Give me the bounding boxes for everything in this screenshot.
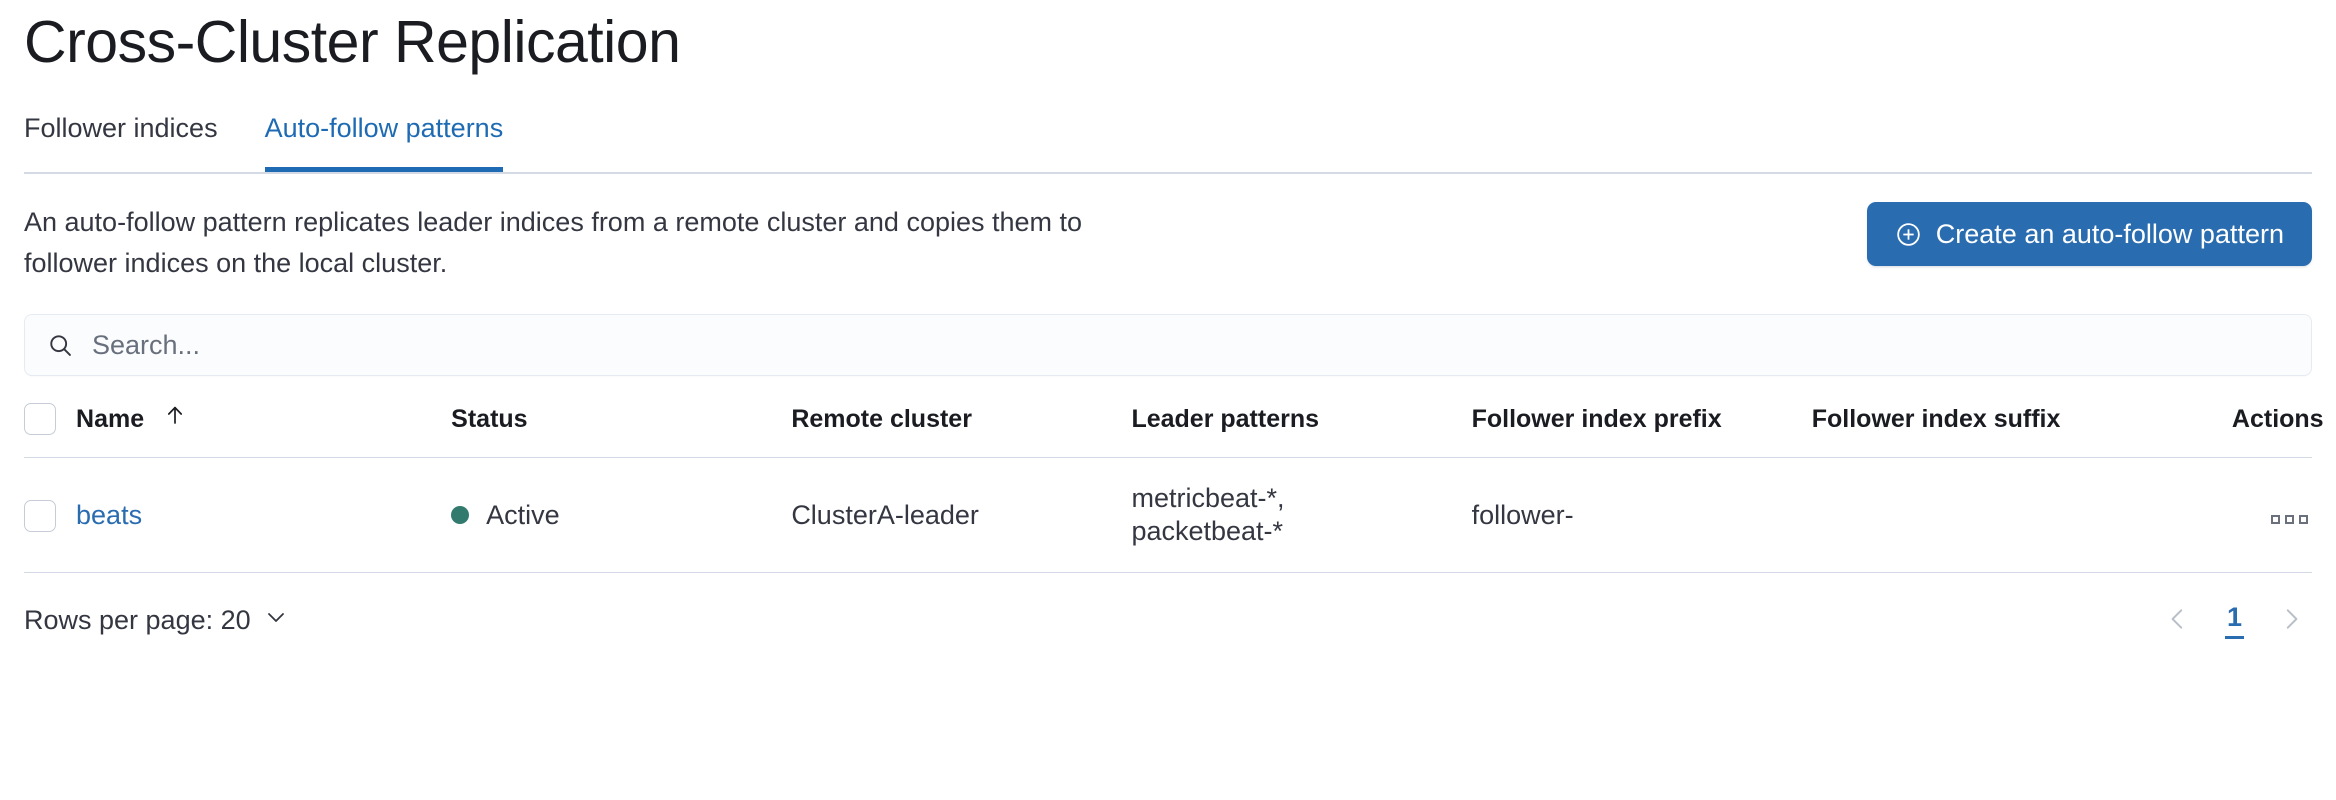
table-header-row: Name Status Remote cluster Leader patter…: [24, 402, 2324, 459]
select-all-header: [24, 402, 77, 459]
column-header-actions: Actions: [2231, 402, 2324, 459]
column-header-remote-cluster[interactable]: Remote cluster: [791, 402, 1132, 459]
cell-follower-index-prefix: follower-: [1471, 457, 1812, 574]
box-1: [2271, 514, 2280, 524]
search-icon: [47, 332, 74, 359]
tab-bar: Follower indices Auto-follow patterns: [24, 102, 2312, 174]
column-header-name-label: Name: [76, 404, 145, 433]
cell-remote-cluster: ClusterA-leader: [791, 457, 1132, 574]
boxes-horizontal-icon[interactable]: [2267, 511, 2312, 528]
page-title: Cross-Cluster Replication: [24, 9, 681, 75]
table-header: Name Status Remote cluster Leader patter…: [24, 402, 2324, 459]
rows-per-page-selector[interactable]: Rows per page: 20: [24, 604, 288, 636]
table-footer: Rows per page: 20 1: [24, 601, 2312, 640]
chevron-left-icon: [2165, 606, 2191, 635]
previous-page-button[interactable]: [2157, 602, 2199, 639]
tab-follower-indices[interactable]: Follower indices: [24, 102, 218, 172]
create-button-label: Create an auto-follow pattern: [1935, 219, 2284, 249]
select-all-checkbox[interactable]: [24, 403, 56, 436]
tab-auto-follow-patterns[interactable]: Auto-follow patterns: [264, 102, 503, 172]
chevron-right-icon: [2278, 606, 2304, 635]
column-header-name[interactable]: Name: [76, 402, 452, 459]
column-header-follower-index-suffix[interactable]: Follower index suffix: [1811, 402, 2232, 459]
table-row: beats Active ClusterA-leader metricbeat-…: [24, 457, 2312, 574]
status-badge: Active: [486, 499, 560, 530]
cell-actions: [2231, 457, 2312, 574]
search-bar[interactable]: [24, 314, 2312, 376]
rows-per-page-label: Rows per page: 20: [24, 605, 251, 636]
chevron-down-icon: [264, 604, 288, 636]
search-input[interactable]: [92, 329, 2289, 361]
box-3: [2299, 514, 2308, 524]
next-page-button[interactable]: [2270, 602, 2312, 639]
create-auto-follow-pattern-button[interactable]: Create an auto-follow pattern: [1866, 202, 2312, 266]
cell-follower-index-suffix: [1811, 457, 2232, 574]
table-body: beats Active ClusterA-leader metricbeat-…: [24, 457, 2312, 574]
column-header-follower-index-prefix[interactable]: Follower index prefix: [1471, 402, 1812, 459]
column-header-status[interactable]: Status: [451, 402, 792, 459]
arrow-up-icon: [163, 403, 187, 435]
page-number-1[interactable]: 1: [2224, 601, 2244, 640]
cell-name: beats: [76, 457, 452, 574]
plus-in-circle-icon: [1895, 221, 1922, 248]
auto-follow-patterns-table: Name Status Remote cluster Leader patter…: [24, 402, 2324, 574]
cell-leader-patterns: metricbeat-*, packetbeat-*: [1131, 457, 1472, 574]
intro-description: An auto-follow pattern replicates leader…: [24, 207, 1083, 278]
pagination: 1: [2157, 601, 2312, 640]
column-header-leader-patterns[interactable]: Leader patterns: [1131, 402, 1472, 459]
pattern-name-link[interactable]: beats: [76, 499, 143, 530]
row-select-cell: [24, 457, 77, 574]
row-checkbox[interactable]: [24, 500, 56, 533]
cell-status: Active: [451, 457, 792, 574]
status-dot-icon: [451, 506, 470, 525]
box-2: [2285, 514, 2294, 524]
intro-section: An auto-follow pattern replicates leader…: [24, 202, 2312, 284]
